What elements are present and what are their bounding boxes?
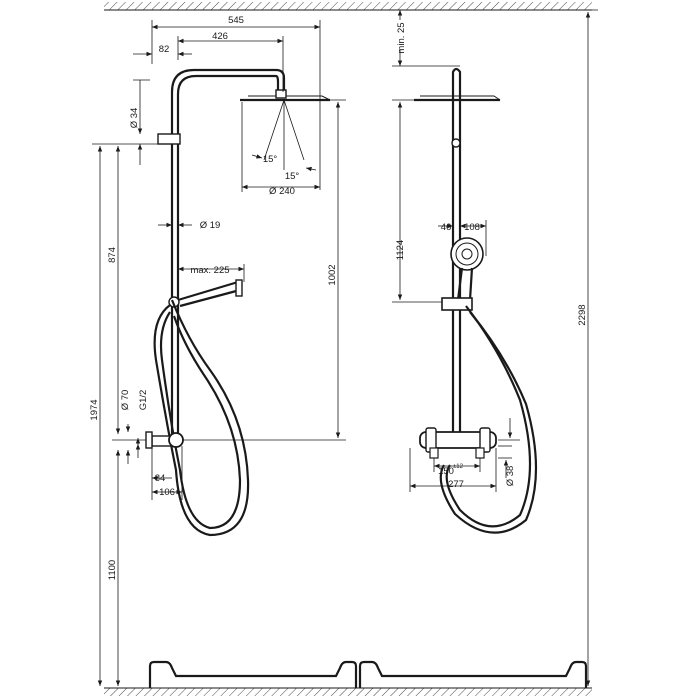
dim-108: 108 bbox=[464, 222, 480, 233]
dim-angle-left: 15° bbox=[263, 154, 278, 165]
dim-1100: 1100 bbox=[107, 560, 118, 580]
dim-106: 106 bbox=[159, 487, 175, 498]
dim-150-tolerance: ±12 bbox=[453, 464, 464, 470]
dim-min-25: min. 25 bbox=[396, 22, 407, 53]
dim-angle-right: 15° bbox=[285, 171, 300, 182]
dim-mixer-38: Ø 38 bbox=[505, 466, 516, 487]
dim-46: 46 bbox=[441, 222, 452, 233]
tray-left bbox=[148, 660, 358, 688]
dim-1002: 1002 bbox=[327, 264, 338, 285]
side-view bbox=[145, 68, 331, 537]
dim-150: 150 bbox=[438, 466, 454, 477]
dim-1124: 1124 bbox=[395, 240, 406, 260]
dim-277: 277 bbox=[448, 479, 464, 490]
dimension-labels: 545 426 82 Ø 34 15° 15° Ø 240 Ø 19 max. … bbox=[89, 15, 588, 580]
dim-head-240: Ø 240 bbox=[269, 186, 295, 197]
dimension-lines bbox=[92, 9, 598, 686]
dim-545: 545 bbox=[228, 15, 244, 26]
dim-1974: 1974 bbox=[89, 399, 100, 420]
floor bbox=[104, 687, 592, 696]
front-view bbox=[414, 67, 538, 534]
tray-right bbox=[358, 660, 588, 688]
dim-tube-34: Ø 34 bbox=[129, 108, 140, 129]
dim-max-225: max. 225 bbox=[190, 265, 229, 276]
dim-tube-19: Ø 19 bbox=[200, 220, 221, 231]
dim-426: 426 bbox=[212, 31, 228, 42]
dim-84: 84 bbox=[155, 473, 166, 484]
dim-874: 874 bbox=[107, 247, 118, 263]
ceiling bbox=[104, 2, 592, 11]
dim-thread: G1/2 bbox=[138, 390, 149, 411]
dim-flange-70: Ø 70 bbox=[120, 390, 131, 411]
dim-2298: 2298 bbox=[577, 304, 588, 325]
dim-82: 82 bbox=[159, 44, 170, 55]
